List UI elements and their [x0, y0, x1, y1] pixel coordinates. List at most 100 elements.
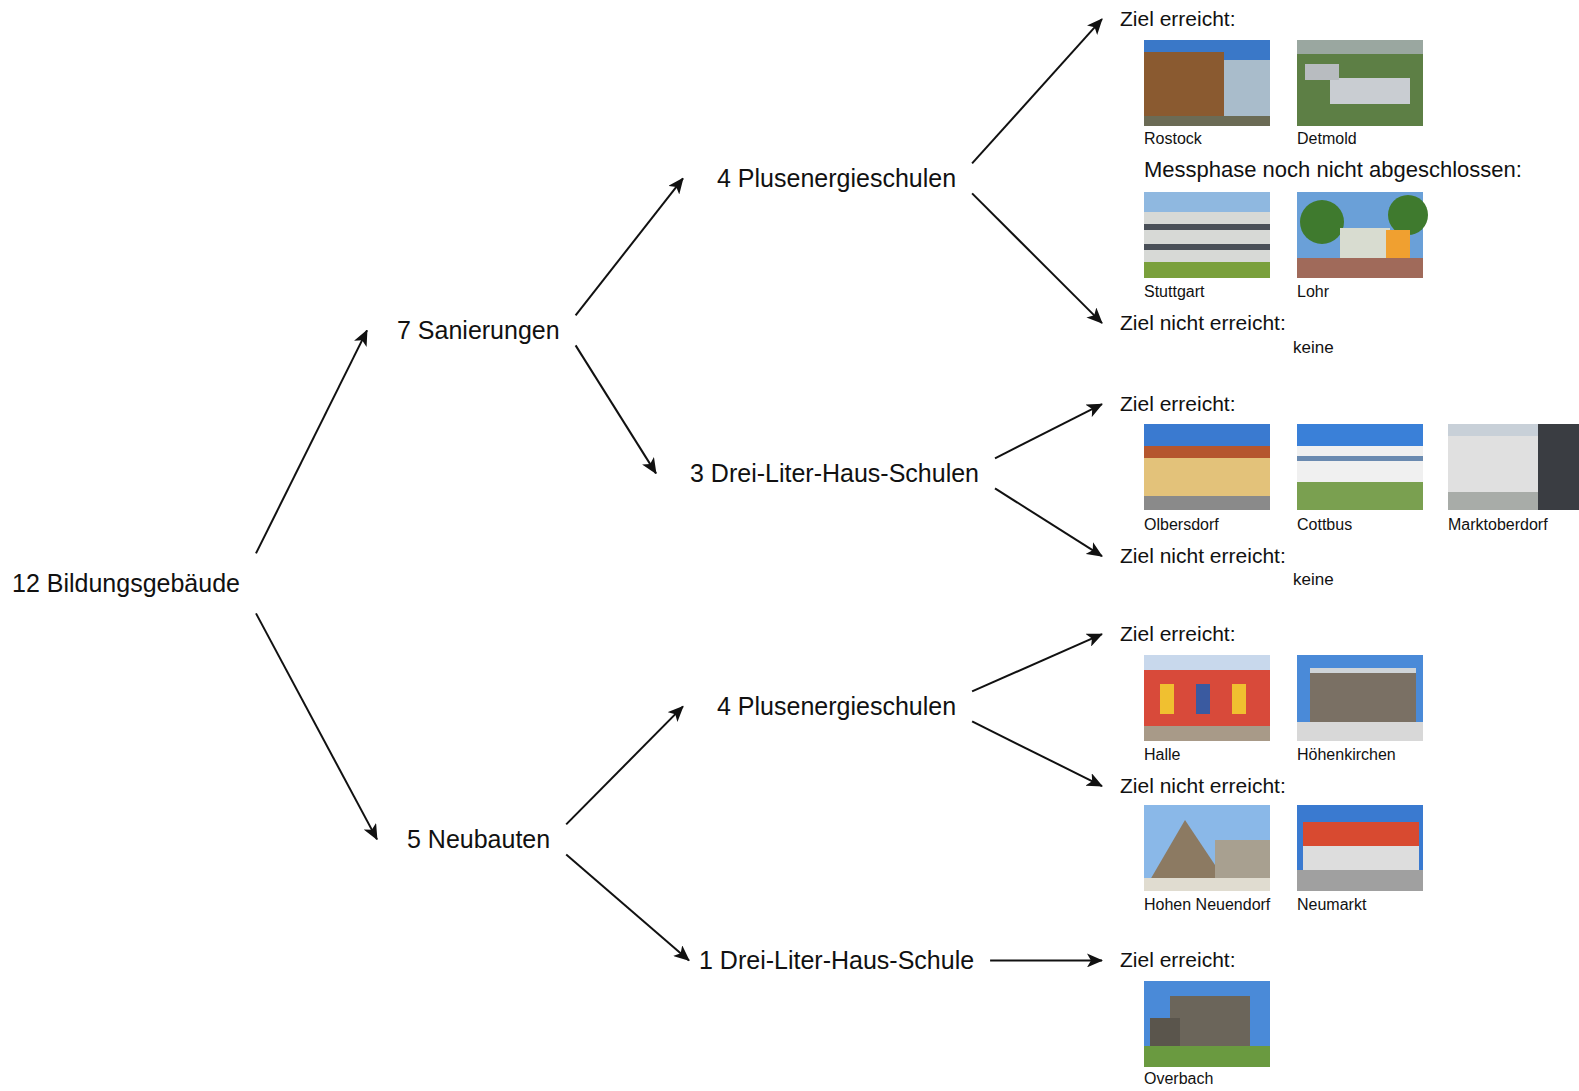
tree-node: Ziel erreicht:: [1120, 7, 1236, 31]
photo-roof: [1144, 446, 1270, 458]
photo-building: [1144, 670, 1270, 726]
photo-windows: [1144, 244, 1270, 250]
tree-node: Ziel nicht erreicht:: [1120, 544, 1286, 568]
node-text: Ziel erreicht:: [1120, 622, 1236, 646]
photo-building: [1386, 230, 1410, 260]
photo-sky: [1297, 40, 1423, 54]
building-photo: [1297, 40, 1423, 126]
photo-building: [1215, 840, 1270, 880]
building-photo: [1144, 424, 1270, 510]
photo-caption: Höhenkirchen: [1297, 746, 1396, 764]
photo-sky: [1144, 805, 1270, 891]
photo-sky: [1297, 655, 1423, 741]
photo-building: [1170, 996, 1250, 1046]
building-photo: [1297, 192, 1428, 278]
tree-arrow: [972, 634, 1102, 691]
tree-node: Ziel erreicht:: [1120, 392, 1236, 416]
photo-caption: keine: [1293, 571, 1334, 590]
photo-building: [1538, 424, 1579, 510]
node-text: 3 Drei-Liter-Haus-Schulen: [690, 459, 979, 488]
tree-node: 3 Drei-Liter-Haus-Schulen: [690, 459, 979, 488]
photo-panel: [1196, 684, 1210, 714]
photo-ground: [1144, 262, 1270, 278]
photo-caption: Lohr: [1297, 283, 1329, 301]
tree-arrow: [566, 854, 689, 960]
photo-caption: Cottbus: [1297, 516, 1352, 534]
building-photo: [1144, 981, 1270, 1067]
photo-sky: [1144, 40, 1270, 126]
photo-sky: [1297, 424, 1423, 510]
tree-node: Ziel nicht erreicht:: [1120, 774, 1286, 798]
photo-building: [1448, 436, 1538, 492]
tree-node: 12 Bildungsgebäude: [12, 569, 240, 598]
tree-node: 4 Plusenergieschulen: [717, 164, 956, 193]
photo-ground: [1144, 1046, 1270, 1067]
tree-arrow: [256, 613, 377, 839]
photo-sky: [1144, 424, 1270, 510]
photo-ground: [1448, 492, 1538, 510]
photo-roof: [1310, 668, 1416, 673]
photo-panel: [1232, 684, 1246, 714]
tree-arrow: [256, 330, 367, 553]
photo-tree: [1388, 195, 1428, 235]
building-photo: [1144, 655, 1270, 741]
photo-ground: [1144, 116, 1270, 126]
building-photo: [1144, 805, 1270, 891]
node-text: Ziel nicht erreicht:: [1120, 774, 1286, 798]
photo-building: [1144, 212, 1270, 262]
tree-node: Ziel erreicht:: [1120, 622, 1236, 646]
photo-windows: [1297, 456, 1423, 461]
photo-caption: keine: [1293, 339, 1334, 358]
note-label: Messphase noch nicht abgeschlossen:: [1144, 158, 1522, 182]
photo-windows: [1144, 224, 1270, 230]
photo-sky: [1297, 805, 1423, 891]
building-photo: [1297, 805, 1423, 891]
photo-ground: [1297, 870, 1423, 891]
tree-arrow: [566, 706, 683, 824]
photo-caption: Stuttgart: [1144, 283, 1204, 301]
photo-building: [1297, 446, 1423, 482]
photo-caption: Hohen Neuendorf: [1144, 896, 1270, 914]
tree-node: 4 Plusenergieschulen: [717, 692, 956, 721]
photo-sky: [1144, 192, 1270, 278]
photo-caption: Rostock: [1144, 130, 1202, 148]
photo-ground: [1297, 482, 1423, 510]
photo-ground: [1144, 496, 1270, 510]
photo-ground: [1144, 878, 1270, 891]
photo-ground: [1144, 726, 1270, 741]
tree-arrow: [972, 19, 1102, 163]
photo-tree: [1300, 200, 1344, 244]
building-photo: [1144, 40, 1270, 126]
photo-ground: [1297, 722, 1423, 741]
tree-node: 1 Drei-Liter-Haus-Schule: [699, 946, 974, 975]
photo-building: [1340, 228, 1390, 258]
photo-panel: [1160, 684, 1174, 714]
photo-building: [1330, 78, 1410, 104]
photo-building: [1144, 458, 1270, 496]
photo-caption: Neumarkt: [1297, 896, 1366, 914]
tree-arrow: [995, 488, 1102, 556]
photo-sky: [1144, 981, 1270, 1067]
photo-glass: [1224, 60, 1270, 116]
photo-building: [1305, 64, 1339, 80]
node-text: Ziel erreicht:: [1120, 392, 1236, 416]
building-photo: [1144, 192, 1270, 278]
photo-ground: [1297, 258, 1423, 278]
photo-building: [1303, 846, 1419, 870]
photo-sky: [1448, 424, 1579, 510]
photo-building: [1150, 1018, 1180, 1046]
tree-node: 7 Sanierungen: [397, 316, 560, 345]
node-text: Ziel erreicht:: [1120, 948, 1236, 972]
photo-caption: Marktoberdorf: [1448, 516, 1548, 534]
tree-arrow: [990, 959, 1102, 961]
photo-caption: Olbersdorf: [1144, 516, 1219, 534]
tree-node: 5 Neubauten: [407, 825, 550, 854]
node-text: Ziel nicht erreicht:: [1120, 544, 1286, 568]
photo-ground: [1297, 40, 1423, 126]
building-photo: [1448, 424, 1579, 510]
tree-arrow: [972, 193, 1102, 323]
tree-node: Ziel nicht erreicht:: [1120, 311, 1286, 335]
photo-building: [1150, 820, 1225, 880]
node-text: 4 Plusenergieschulen: [717, 692, 956, 721]
photo-building: [1303, 822, 1419, 846]
